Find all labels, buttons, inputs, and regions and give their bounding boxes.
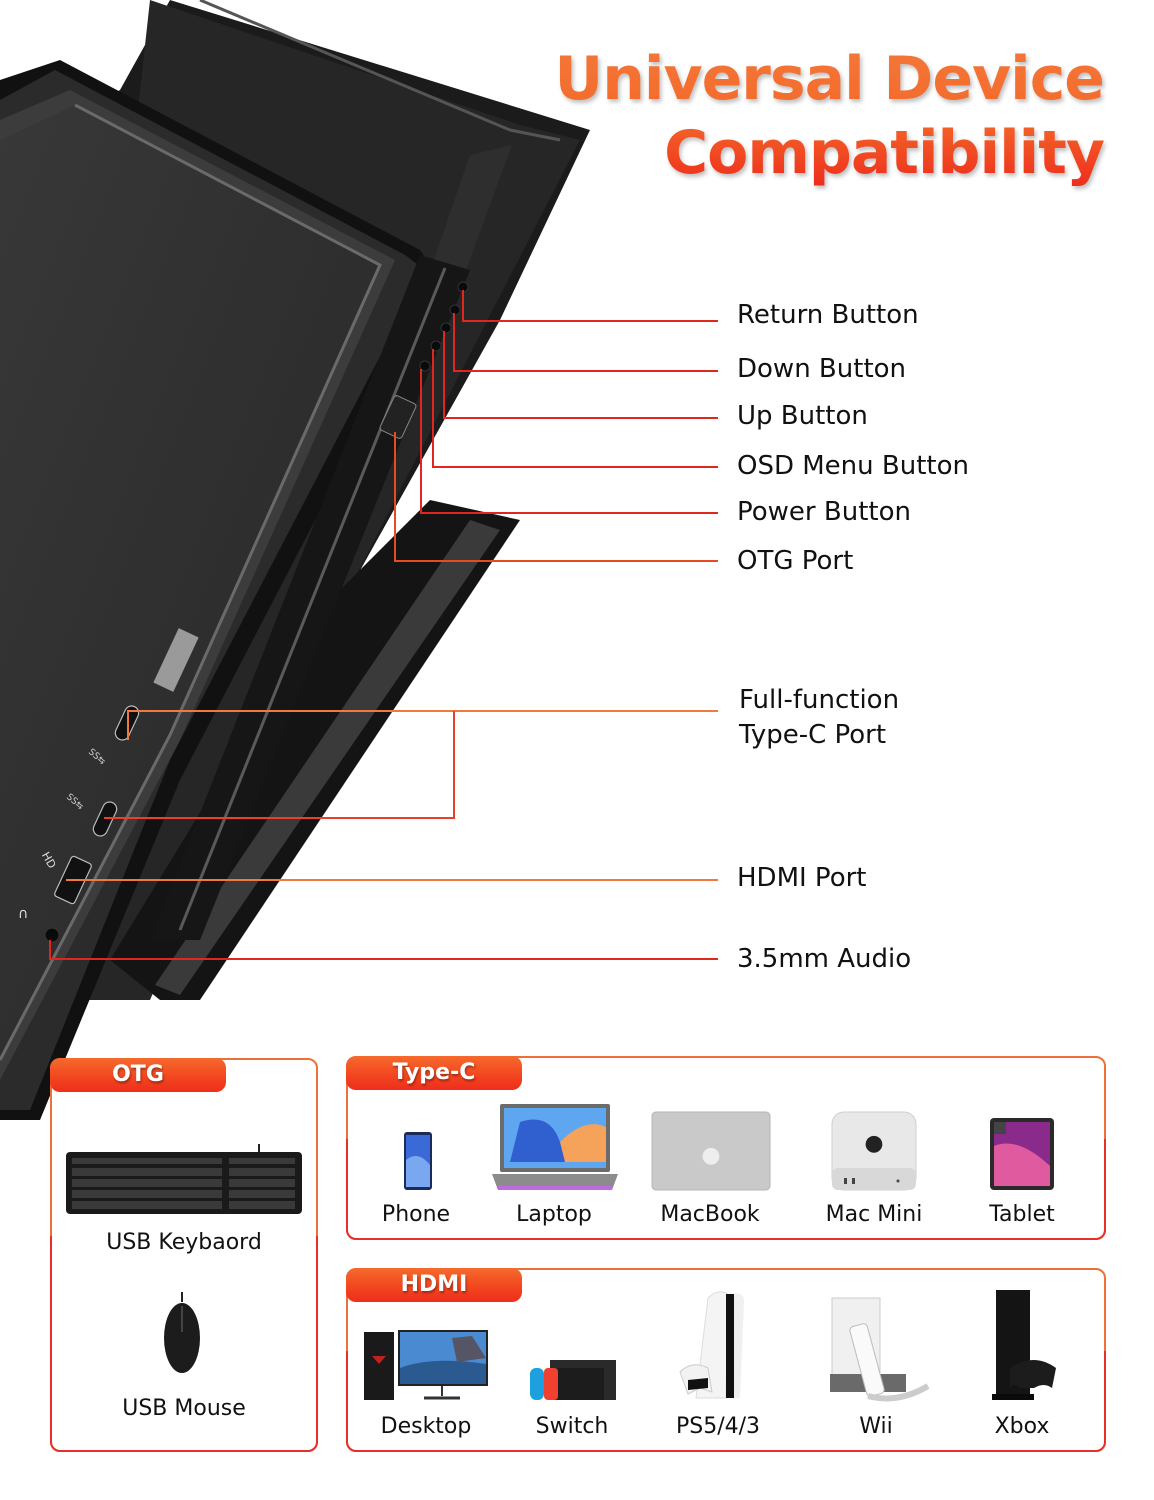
tablet-icon [990,1118,1054,1190]
wii-icon [830,1297,930,1402]
device-label-ps5-4-3: PS5/4/3 [675,1414,761,1439]
device-label-laptop: Laptop [516,1202,592,1227]
callout-up-button: Up Button [737,401,868,431]
otg-tag: OTG [50,1058,226,1092]
front-monitor [0,60,470,1120]
svg-text:●: ● [864,1131,883,1156]
callout-otg-port: OTG Port [737,546,854,576]
device-label-wii: Wii [859,1414,893,1439]
callout-lines-buttons [394,290,718,562]
callout-power-button: Power Button [737,497,911,527]
page-title: Universal Device Compatibility [555,42,1105,190]
keyboard-icon [66,1144,302,1214]
hdmi-card: HDMI Desktop Switch PS5/4/3 Wii Xbox [346,1268,1106,1452]
device-label-switch: Switch [535,1414,609,1439]
device-label-usb-mouse: USB Mouse [122,1396,246,1421]
device-label-macbook: MacBook [660,1202,760,1227]
laptop-icon [492,1104,618,1190]
callout-hdmi-port: HDMI Port [737,863,867,893]
callout-osd-menu-button: OSD Menu Button [737,451,969,481]
typec-card: Type-C Phone Laptop ● MacBook ● Mac Mini… [346,1056,1106,1240]
device-label-desktop: Desktop [380,1414,472,1439]
hdmi-tag: HDMI [346,1268,522,1302]
mouse-icon [164,1292,200,1373]
svg-text:●: ● [701,1143,720,1168]
mac-mini-icon: ● [831,1111,917,1191]
callout-audio-jack: 3.5mm Audio [737,944,912,974]
otg-card: OTG USB Keybaord USB Mouse [50,1058,318,1452]
switch-console-icon [530,1360,616,1400]
device-label-mac-mini: Mac Mini [825,1202,923,1227]
playstation-icon [679,1291,744,1399]
callout-return-button: Return Button [737,300,919,330]
device-label-tablet: Tablet [989,1202,1055,1227]
headphone-marking: ∩ [18,906,28,922]
title-line-2: Compatibility [664,118,1104,188]
device-label-usb-keyboard: USB Keybaord [106,1230,262,1255]
title-line-1: Universal Device [554,44,1104,114]
desktop-icon [364,1330,488,1400]
callout-typec-line1: Full-function [739,685,900,715]
callout-down-button: Down Button [737,354,907,384]
macbook-icon: ● [651,1111,771,1191]
typec-tag: Type-C [346,1056,522,1090]
device-label-phone: Phone [381,1202,451,1227]
callout-typec-line2: Type-C Port [739,720,887,750]
device-label-xbox: Xbox [994,1414,1050,1439]
phone-icon [404,1132,432,1190]
callout-lines-ports [49,710,718,960]
xbox-icon [992,1290,1056,1400]
